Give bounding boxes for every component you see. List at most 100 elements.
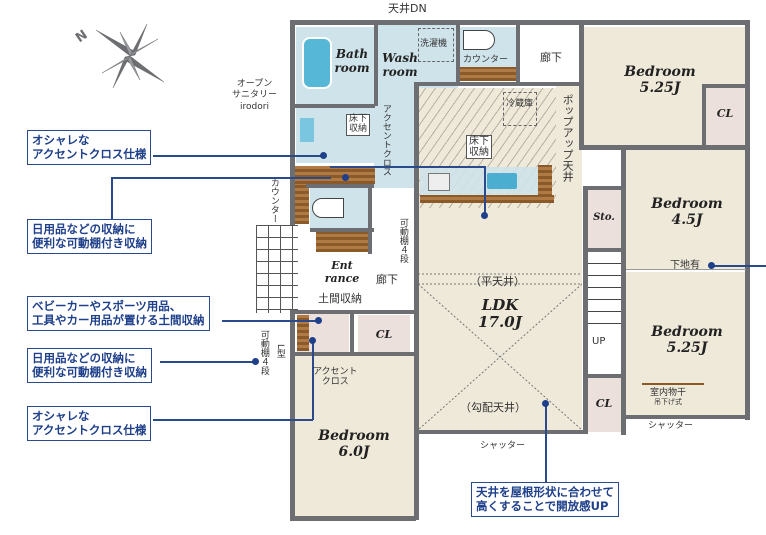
indoor-drying-label: 室内物干 吊下げ式 bbox=[650, 388, 687, 406]
callout-line bbox=[484, 166, 486, 216]
callout-dot bbox=[309, 337, 316, 344]
wall bbox=[350, 312, 354, 354]
wall bbox=[579, 20, 584, 148]
callout-dot bbox=[481, 212, 488, 219]
bathtub-icon bbox=[302, 37, 332, 89]
callout-line bbox=[160, 361, 256, 363]
wall bbox=[579, 145, 749, 150]
up-label: UP bbox=[592, 336, 606, 347]
callout-movable-shelf-1: 日用品などの収納に便利な可動棚付き収納 bbox=[27, 219, 152, 254]
callout-dot bbox=[252, 358, 259, 365]
refrigerator-label: 冷蔵庫 bbox=[506, 99, 534, 109]
wall bbox=[295, 104, 375, 108]
wall bbox=[626, 415, 750, 419]
bedroom-mid-right bbox=[626, 150, 746, 270]
porch-tiles bbox=[256, 225, 298, 313]
callout-line bbox=[330, 166, 485, 168]
sink-icon bbox=[300, 118, 314, 142]
interior-wall bbox=[626, 269, 746, 270]
toilet-icon bbox=[463, 30, 495, 50]
wall bbox=[583, 186, 588, 434]
movable-shelf-label: 可動棚４段 bbox=[397, 218, 408, 263]
storage-label: Sto. bbox=[593, 212, 615, 223]
wall bbox=[702, 84, 706, 146]
kitchen-sink-icon bbox=[487, 173, 517, 189]
popup-ceiling-area bbox=[556, 82, 582, 208]
hallway-top-label: 廊下 bbox=[540, 51, 562, 64]
callout-dot bbox=[542, 400, 549, 407]
callout-line bbox=[312, 340, 314, 420]
ldk bbox=[418, 208, 582, 433]
wall bbox=[414, 82, 580, 86]
callout-movable-shelf-2: 日用品などの収納に便利な可動棚付き収納 bbox=[27, 348, 152, 383]
underfloor-storage-wash: 床下収納 bbox=[346, 114, 370, 136]
wall bbox=[414, 430, 586, 434]
wall bbox=[583, 374, 623, 378]
closet-left-label: CL bbox=[375, 328, 393, 341]
compass: N bbox=[72, 18, 172, 89]
callout-sloped-ceiling: 天井を屋根形状に合わせて高くすることで開放感UP bbox=[471, 482, 619, 517]
ceiling-slope-lines bbox=[418, 273, 582, 431]
counter-top-wood bbox=[460, 67, 516, 81]
kitchen-counter-wood-side bbox=[538, 165, 552, 203]
hallway-mid-label: 廊下 bbox=[376, 273, 398, 286]
callout-doma-storage: ベビーカーやスポーツ用品、工具やカー用品が置ける土間収納 bbox=[27, 296, 210, 331]
shutter-bedroom-label: シャッター bbox=[648, 421, 694, 431]
wall bbox=[583, 186, 623, 190]
closet-bottom-right-label: CL bbox=[595, 397, 613, 410]
stairs[interactable] bbox=[586, 252, 622, 332]
entrance bbox=[316, 252, 368, 297]
wall bbox=[295, 352, 415, 356]
doma-storage-label: 土間収納 bbox=[318, 292, 362, 305]
callout-line bbox=[111, 177, 331, 179]
counter-wood-2 bbox=[295, 184, 309, 224]
callout-dot bbox=[320, 152, 327, 159]
callout-line bbox=[545, 404, 547, 484]
callout-accent-cross-2: オシャレなアクセントクロス仕様 bbox=[27, 406, 152, 441]
compass-rose-icon: N bbox=[73, 23, 165, 89]
washing-machine bbox=[418, 28, 454, 62]
open-sanitary-label: オープン サニタリー irodori bbox=[232, 79, 278, 112]
callout-line bbox=[713, 265, 766, 267]
accent-cross-bedroom-label: アクセントクロス bbox=[313, 367, 358, 387]
wall bbox=[516, 20, 520, 82]
washing-machine-label: 洗濯機 bbox=[420, 39, 448, 49]
hallway-top bbox=[522, 27, 578, 82]
callout-line bbox=[153, 419, 313, 421]
substrate-label: 下地有 bbox=[670, 260, 700, 271]
closet-left bbox=[358, 315, 410, 353]
underfloor-storage-kitchen: 床下収納 bbox=[466, 135, 492, 159]
accent-cross-wash-label: アクセントクロス bbox=[380, 104, 391, 176]
wall bbox=[290, 20, 295, 225]
wall bbox=[290, 310, 295, 520]
stove-icon bbox=[428, 173, 450, 191]
doma-shelf-wood bbox=[297, 315, 309, 351]
wall bbox=[374, 20, 378, 106]
wall bbox=[456, 20, 460, 86]
popup-ceiling-label: ポップアップ天井 bbox=[561, 94, 575, 182]
wall bbox=[414, 82, 419, 520]
sloped-ceiling-label: （勾配天井） bbox=[460, 401, 526, 414]
closet-bottom-right bbox=[586, 378, 622, 432]
callout-dot bbox=[315, 317, 322, 324]
callout-line bbox=[222, 320, 318, 322]
callout-dot bbox=[342, 174, 349, 181]
callout-accent-cross-1: オシャレなアクセントクロス仕様 bbox=[27, 130, 152, 165]
wall bbox=[306, 184, 374, 188]
l-shape-label: L型 bbox=[274, 344, 285, 359]
movable-shelf-left-label: 可動棚４段 bbox=[258, 330, 269, 375]
counter-left-label: カウンター bbox=[268, 178, 279, 223]
wall bbox=[621, 150, 626, 435]
refrigerator bbox=[503, 92, 537, 126]
wall bbox=[310, 228, 374, 232]
storage bbox=[586, 188, 622, 248]
wall bbox=[745, 20, 750, 420]
hallway-mid bbox=[370, 188, 414, 318]
toilet-icon-2 bbox=[312, 198, 344, 218]
